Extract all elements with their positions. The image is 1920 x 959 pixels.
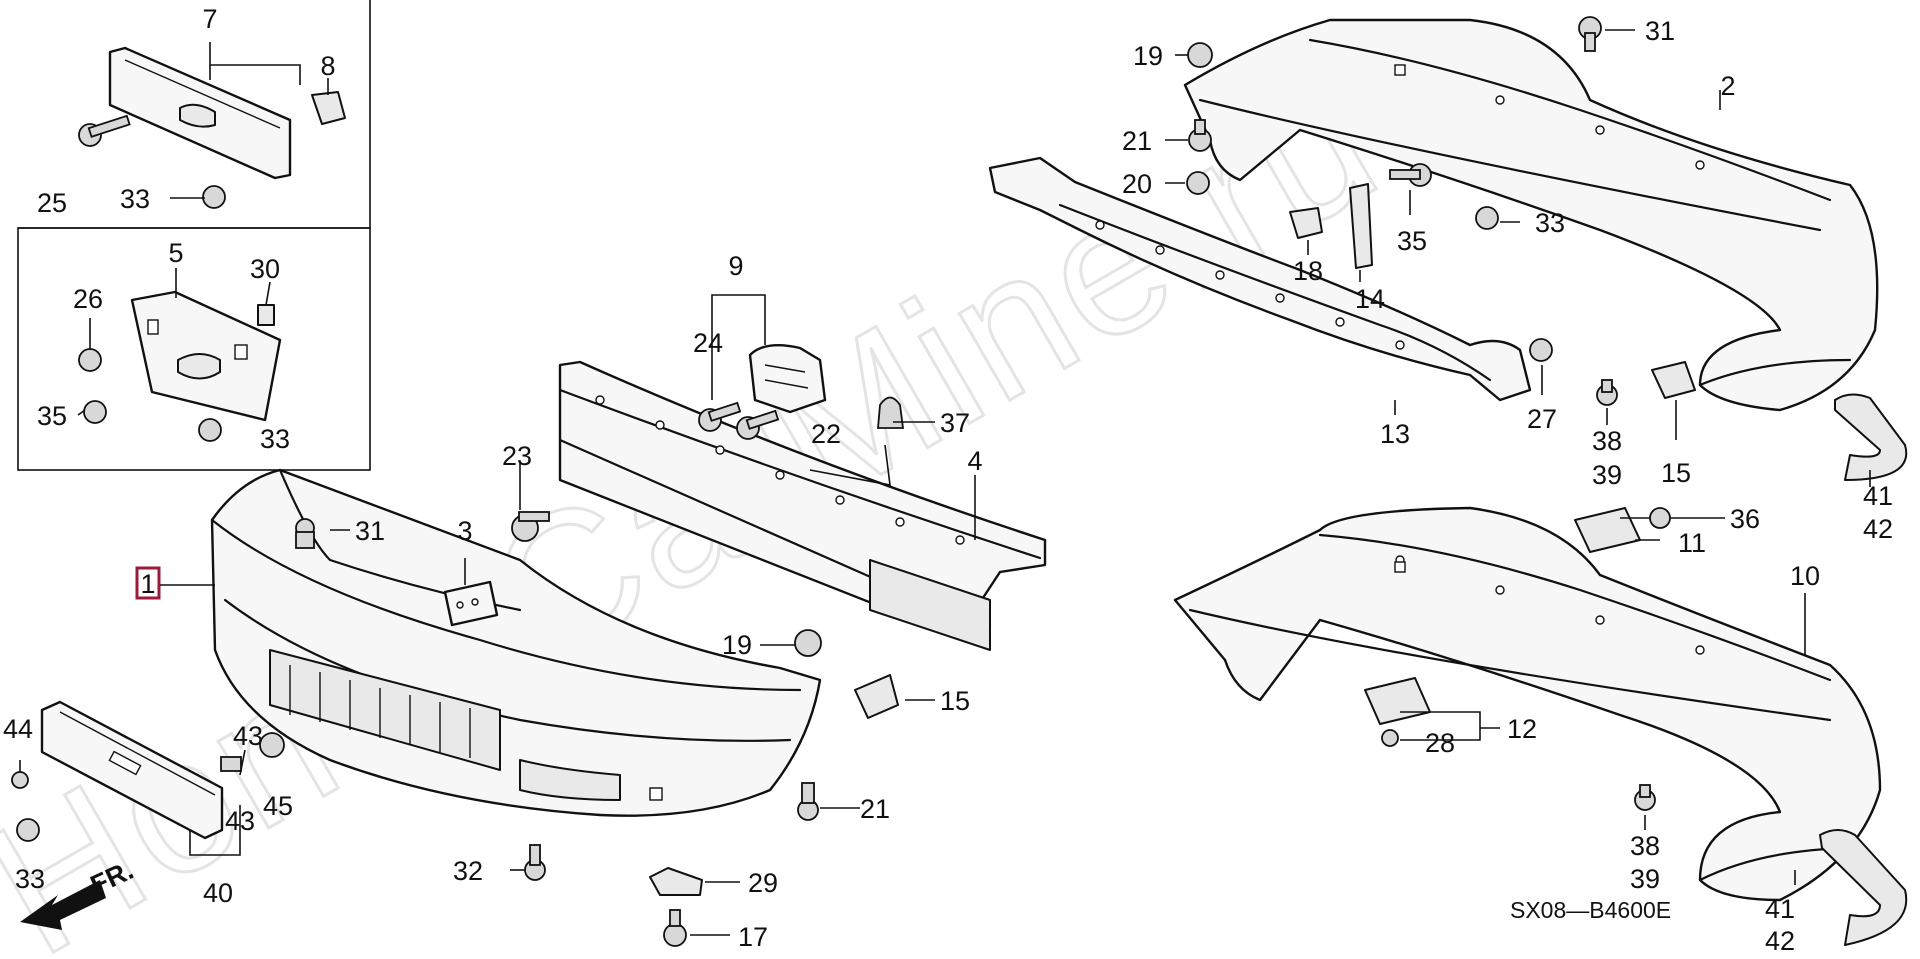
callout-35-b: 35 (1397, 226, 1427, 256)
callout-21-b: 21 (1122, 126, 1152, 156)
callout-27: 27 (1527, 404, 1557, 434)
callout-labels: 7 8 25 33 5 30 26 35 33 9 24 22 37 4 23 … (3, 4, 1893, 956)
callout-15-a: 15 (940, 686, 970, 716)
callout-39-a: 39 (1592, 460, 1622, 490)
callout-43-a: 43 (233, 721, 263, 751)
callout-10: 10 (1790, 561, 1820, 591)
callout-2: 2 (1720, 71, 1735, 101)
callout-21-a: 21 (860, 794, 890, 824)
callout-13: 13 (1380, 419, 1410, 449)
callout-33-b: 33 (260, 424, 290, 454)
rear-bumper-upper-2[interactable] (1183, 18, 1879, 412)
rear-upper-fasteners (1186, 16, 1908, 481)
callout-31-a: 31 (355, 516, 385, 546)
front-plate-base-7[interactable] (108, 46, 292, 180)
callout-38-b: 38 (1630, 831, 1660, 861)
front-bumper-beam[interactable] (558, 360, 1047, 651)
callout-1: 1 (140, 569, 155, 599)
leader-lines (19, 29, 1871, 936)
bracket-14[interactable] (1349, 183, 1373, 269)
callout-33-c: 33 (15, 864, 45, 894)
callout-33-d: 33 (1535, 208, 1565, 238)
clip-8[interactable] (311, 91, 346, 125)
rear-beam-13[interactable] (988, 156, 1532, 402)
callout-22: 22 (811, 419, 841, 449)
front-bracket-3[interactable] (443, 580, 499, 627)
callout-19-a: 19 (722, 630, 752, 660)
callout-39-b: 39 (1630, 864, 1660, 894)
callout-4: 4 (967, 446, 982, 476)
callout-19-b: 19 (1133, 41, 1163, 71)
rear-plate-base-5[interactable] (130, 290, 282, 422)
callout-7: 7 (202, 4, 217, 34)
front-bumper-cover[interactable] (210, 468, 822, 817)
callout-32: 32 (453, 856, 483, 886)
callout-3: 3 (457, 516, 472, 546)
callout-37: 37 (940, 408, 970, 438)
callout-35-a: 35 (37, 401, 67, 431)
callout-29: 29 (748, 868, 778, 898)
callout-1-highlight (135, 566, 161, 600)
callout-23: 23 (502, 441, 532, 471)
callout-43-b: 43 (225, 806, 255, 836)
drawing-code: SX08—B4600E (1510, 897, 1671, 923)
callout-28: 28 (1425, 728, 1455, 758)
callout-41-b: 41 (1765, 894, 1795, 924)
callout-18: 18 (1293, 256, 1323, 286)
callout-31-b: 31 (1645, 16, 1675, 46)
callout-20: 20 (1122, 169, 1152, 199)
callout-40: 40 (203, 878, 233, 908)
callout-42-b: 42 (1765, 926, 1795, 956)
callout-42-a: 42 (1863, 514, 1893, 544)
callout-8: 8 (320, 51, 335, 81)
clip-30[interactable] (257, 304, 275, 326)
front-fasteners (11, 114, 905, 947)
callout-15-b: 15 (1661, 458, 1691, 488)
callout-14: 14 (1355, 284, 1385, 314)
retainer-18[interactable] (1289, 207, 1323, 239)
callout-25: 25 (37, 188, 67, 218)
callout-9: 9 (728, 251, 743, 281)
callout-36: 36 (1730, 504, 1760, 534)
callout-41-a: 41 (1863, 481, 1893, 511)
callout-11: 11 (1678, 528, 1706, 558)
callout-33-a: 33 (120, 184, 150, 214)
callout-38-a: 38 (1592, 426, 1622, 456)
callout-44: 44 (3, 714, 33, 744)
callout-17: 17 (738, 922, 768, 952)
rear-bumper-lower-10[interactable] (1173, 506, 1882, 902)
inset-boxes (17, 0, 371, 471)
front-spacer-9[interactable] (748, 344, 827, 414)
front-license-plate-40[interactable] (40, 700, 224, 840)
callout-5: 5 (168, 238, 183, 268)
callout-26: 26 (73, 284, 103, 314)
callout-45: 45 (263, 791, 293, 821)
callout-30: 30 (250, 254, 280, 284)
callout-12: 12 (1507, 714, 1537, 744)
callout-24: 24 (693, 328, 723, 358)
